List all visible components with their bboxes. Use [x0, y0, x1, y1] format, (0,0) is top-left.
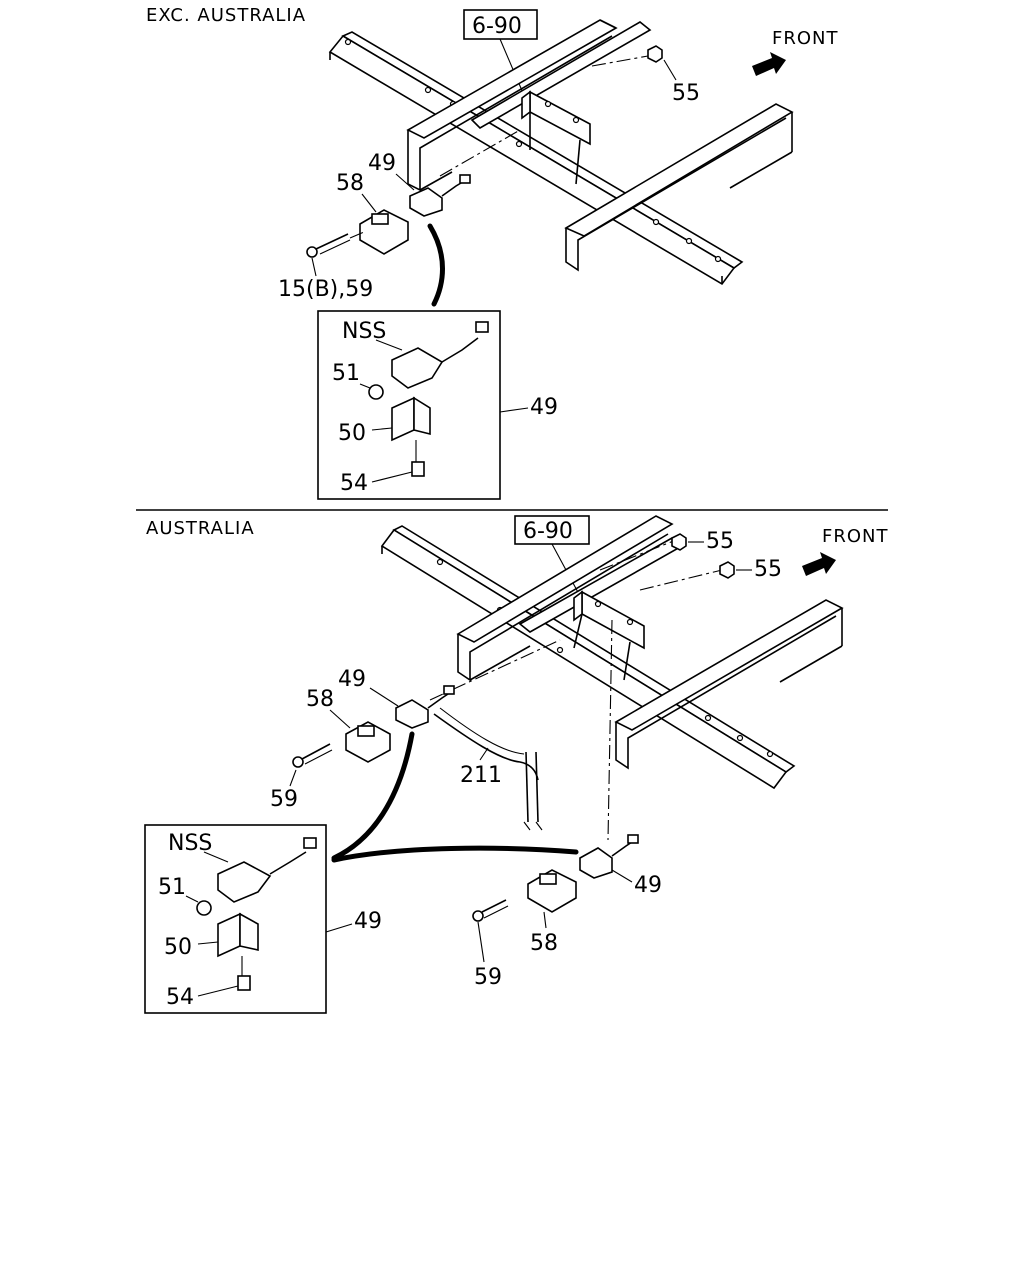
frame-channel-left: [406, 19, 618, 192]
bolt-59-b: [472, 899, 509, 922]
ref-box: [514, 515, 590, 545]
nut-55: [647, 45, 663, 63]
label-59a: 59: [270, 787, 298, 812]
sensor-49: [409, 174, 471, 217]
frame-channel-right: [518, 537, 844, 770]
front-label: FRONT: [822, 526, 889, 547]
front-arrow-icon: [752, 52, 786, 76]
inset-label-54: 54: [166, 985, 194, 1010]
nut-55-b: [719, 561, 735, 579]
inset-box: NSS 51 50 54: [144, 824, 327, 1014]
bolt-59: [306, 233, 351, 258]
label-55a: 55: [706, 529, 734, 554]
label-211: 211: [460, 763, 502, 788]
sensor-49-b: [579, 834, 639, 879]
section-header: EXC. AUSTRALIA: [146, 5, 306, 26]
frame-channel-left: [456, 515, 674, 682]
label-15b-59: 15(B),59: [278, 277, 373, 302]
front-arrow-icon: [802, 552, 836, 576]
harness-211: [433, 707, 543, 831]
inset-label-nss: NSS: [342, 319, 386, 344]
ref-box-label: 6-90: [523, 519, 573, 544]
section-exc-australia: EXC. AUSTRALIA FRONT 6-90: [146, 5, 839, 500]
inset-label-54: 54: [340, 471, 368, 496]
label-49a: 49: [338, 667, 366, 692]
protector-58: [359, 209, 409, 255]
label-49: 49: [368, 151, 396, 176]
section-header: AUSTRALIA: [146, 518, 255, 539]
inset-box: NSS 51 50 54: [317, 310, 501, 500]
inset-label-51: 51: [158, 875, 186, 900]
inset-label-49: 49: [530, 395, 558, 420]
bracket-6-90: [521, 90, 591, 185]
protector-58-a: [345, 721, 391, 763]
bracket-6-90: [573, 590, 645, 681]
front-label: FRONT: [772, 28, 839, 49]
sensor-49-a: [395, 685, 455, 729]
frame-side-rail: [328, 31, 744, 286]
label-58a: 58: [306, 687, 334, 712]
ref-box-label: 6-90: [472, 14, 522, 39]
nut-55-a: [671, 533, 687, 551]
label-58: 58: [336, 171, 364, 196]
inset-label-50: 50: [338, 421, 366, 446]
inset-label-51: 51: [332, 361, 360, 386]
label-55b: 55: [754, 557, 782, 582]
bolt-59-a: [292, 743, 333, 768]
label-58b: 58: [530, 931, 558, 956]
label-59b: 59: [474, 965, 502, 990]
frame-channel-right: [470, 21, 794, 272]
label-49b: 49: [634, 873, 662, 898]
inset-label-50: 50: [164, 935, 192, 960]
inset-label-49: 49: [354, 909, 382, 934]
protector-58-b: [527, 869, 577, 913]
label-55: 55: [672, 81, 700, 106]
section-australia: AUSTRALIA FRONT 6-90: [144, 515, 889, 1014]
